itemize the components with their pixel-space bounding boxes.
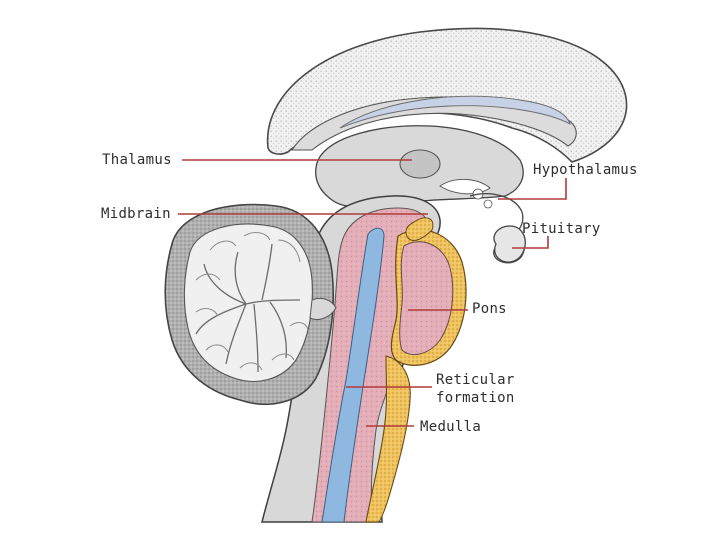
reticular-formation-label-line2: formation (436, 390, 515, 406)
pons-label: Pons (472, 301, 507, 317)
cerebellum (164, 203, 337, 405)
thalamus-label: Thalamus (102, 152, 172, 168)
thalamus-nucleus (399, 149, 441, 179)
pituitary-gland (493, 225, 526, 263)
hypothalamus-label: Hypothalamus (533, 162, 638, 178)
reticular-formation (321, 227, 385, 523)
pons (390, 229, 467, 366)
hypothalamus-pituitary (469, 193, 526, 264)
diencephalon (315, 125, 524, 209)
reticular-formation-label-line1: Reticular (436, 372, 515, 388)
pituitary-leader-line (512, 236, 549, 249)
pituitary-label: Pituitary (522, 221, 601, 237)
hypothalamus-leader-line (498, 178, 567, 200)
midbrain-label: Midbrain (101, 206, 171, 222)
cerebellar-peduncle (405, 217, 434, 241)
medulla-label: Medulla (420, 419, 482, 435)
leader-lines (178, 159, 567, 427)
cerebral-cortex (266, 27, 628, 163)
